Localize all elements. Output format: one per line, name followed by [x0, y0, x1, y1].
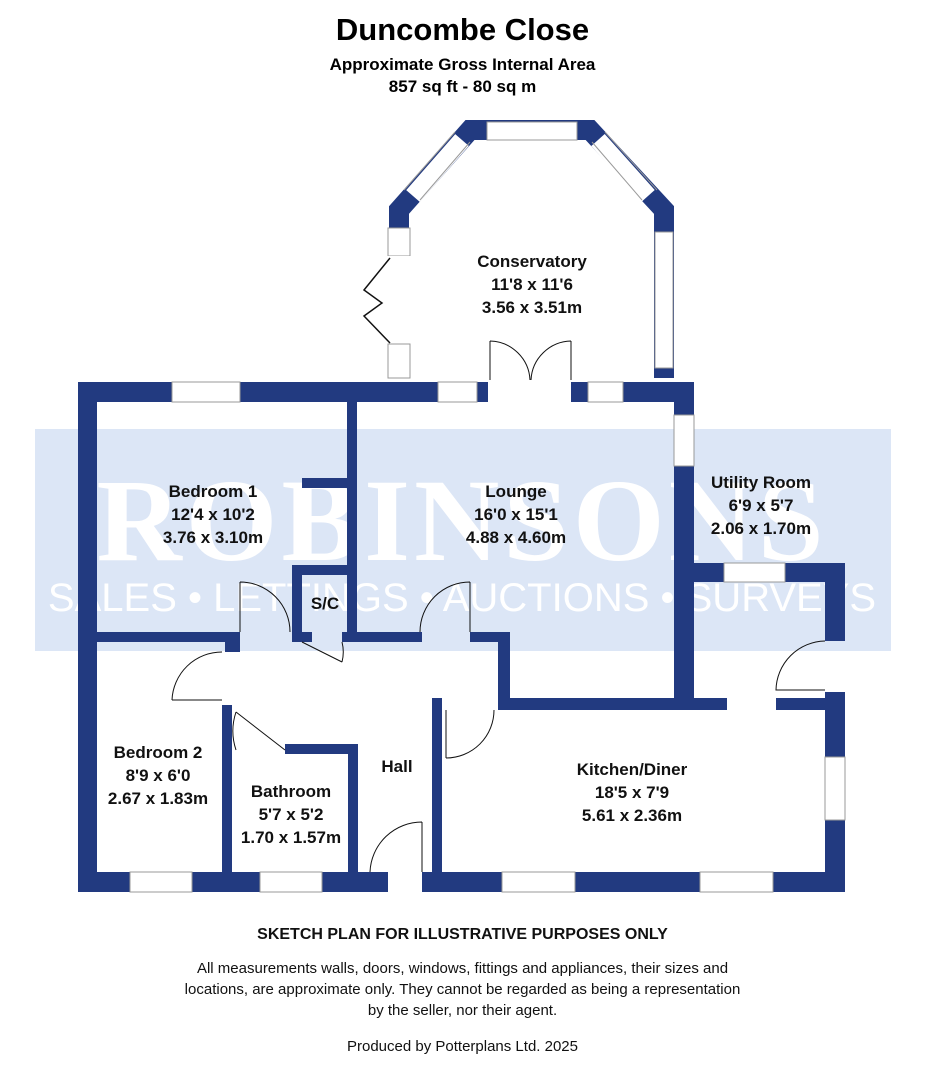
svg-text:12'4 x 10'2: 12'4 x 10'2 [171, 505, 255, 524]
svg-text:Utility Room: Utility Room [711, 473, 811, 492]
area-value: 857 sq ft - 80 sq m [388, 77, 537, 96]
floor-plan: ROBINSONS SALES • LETTINGS • AUCTIONS • … [35, 120, 891, 893]
room-bedroom-2: Bedroom 2 8'9 x 6'0 2.67 x 1.83m [108, 743, 208, 808]
doors [171, 340, 826, 873]
room-kitchen-diner: Kitchen/Diner 18'5 x 7'9 5.61 x 2.36m [577, 760, 688, 825]
kitchen-door [445, 709, 495, 759]
room-conservatory: Conservatory 11'8 x 11'6 3.56 x 3.51m [477, 252, 587, 317]
conservatory-double-door [489, 340, 572, 381]
svg-text:18'5 x 7'9: 18'5 x 7'9 [595, 783, 669, 802]
bedroom2-door [171, 651, 223, 701]
area-subtitle: Approximate Gross Internal Area [329, 55, 596, 74]
room-lounge: Lounge 16'0 x 15'1 4.88 x 4.60m [466, 482, 566, 547]
svg-text:Lounge: Lounge [485, 482, 546, 501]
svg-text:Bedroom 1: Bedroom 1 [169, 482, 258, 501]
svg-text:11'8 x 11'6: 11'8 x 11'6 [491, 275, 573, 294]
svg-text:5.61 x 2.36m: 5.61 x 2.36m [582, 806, 682, 825]
room-utility: Utility Room 6'9 x 5'7 2.06 x 1.70m [711, 473, 811, 538]
svg-text:4.88 x 4.60m: 4.88 x 4.60m [466, 528, 566, 547]
svg-text:Kitchen/Diner: Kitchen/Diner [577, 760, 688, 779]
disclaimer-title: SKETCH PLAN FOR ILLUSTRATIVE PURPOSES ON… [257, 926, 668, 943]
svg-text:Bathroom: Bathroom [251, 782, 331, 801]
producer-credit: Produced by Potterplans Ltd. 2025 [347, 1038, 578, 1055]
room-hall: Hall [381, 757, 412, 776]
bifold-door[interactable] [362, 257, 391, 344]
bedroom1-door [239, 581, 291, 633]
bathroom-door [232, 711, 286, 751]
conservatory-walls [362, 120, 674, 379]
room-bathroom: Bathroom 5'7 x 5'2 1.70 x 1.57m [241, 782, 341, 847]
watermark-band [35, 429, 891, 651]
svg-text:6'9 x 5'7: 6'9 x 5'7 [729, 496, 794, 515]
plan-title: Duncombe Close [335, 12, 590, 47]
svg-text:3.76 x 3.10m: 3.76 x 3.10m [163, 528, 263, 547]
svg-text:Conservatory: Conservatory [477, 252, 587, 271]
svg-text:8'9 x 6'0: 8'9 x 6'0 [126, 766, 191, 785]
walls [78, 380, 846, 893]
svg-text:2.06 x 1.70m: 2.06 x 1.70m [711, 519, 811, 538]
room-bedroom-1: Bedroom 1 12'4 x 10'2 3.76 x 3.10m [163, 482, 263, 547]
disclaimer-text: All measurements walls, doors, windows, … [184, 960, 741, 1019]
front-door [369, 821, 423, 873]
sc-door [301, 641, 344, 663]
svg-text:3.56 x 3.51m: 3.56 x 3.51m [482, 298, 582, 317]
svg-text:1.70 x 1.57m: 1.70 x 1.57m [241, 828, 341, 847]
lounge-door [419, 581, 471, 633]
svg-text:2.67 x 1.83m: 2.67 x 1.83m [108, 789, 208, 808]
room-sc: S/C [311, 594, 339, 613]
svg-text:Bedroom 2: Bedroom 2 [114, 743, 203, 762]
svg-text:16'0 x 15'1: 16'0 x 15'1 [474, 505, 558, 524]
svg-text:5'7 x 5'2: 5'7 x 5'2 [259, 805, 324, 824]
watermark-tagline: SALES • LETTINGS • AUCTIONS • SURVEYS [48, 576, 876, 620]
back-door [775, 640, 826, 691]
